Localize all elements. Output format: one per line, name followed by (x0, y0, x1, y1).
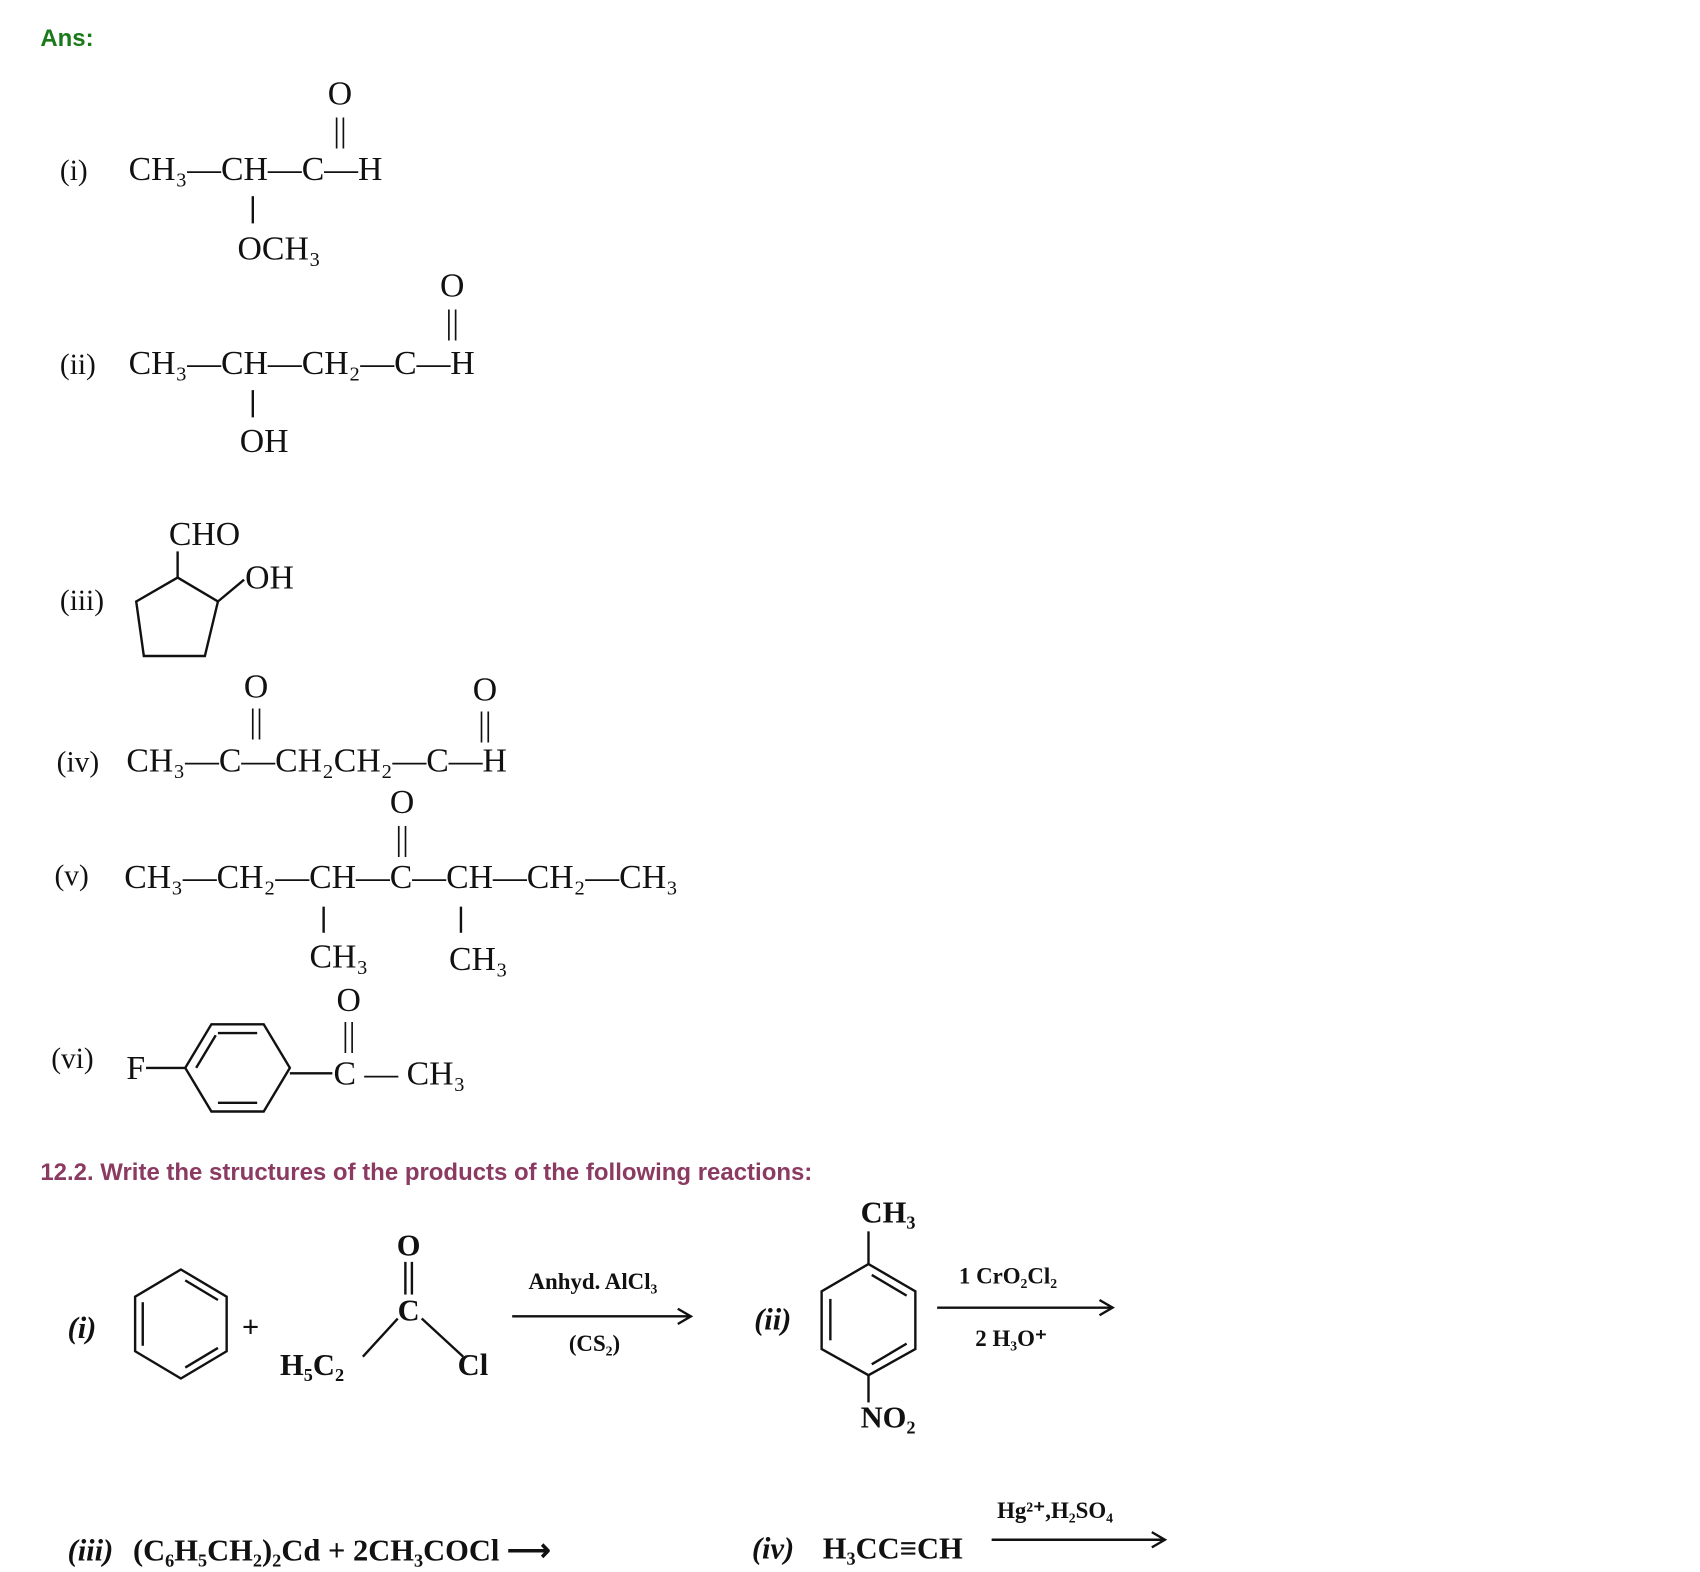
arrow-head (1151, 1531, 1168, 1549)
answer-structure-ii: (ii) O || CH₃—CH—CH₂—C—H OH (60, 267, 475, 460)
single-bond (420, 1317, 464, 1358)
chain-formula: CH₃—CH—C—H (129, 151, 383, 188)
answer-label: Ans: (40, 25, 93, 52)
plus-sign: + (242, 1310, 259, 1344)
double-bond: || (342, 1017, 356, 1054)
oxygen-atom: O (473, 672, 497, 709)
ring-double-bond (184, 1346, 219, 1369)
item-label: (vi) (51, 1043, 93, 1075)
chain-formula: CH₃—CH₂—CH—C—CH—CH₂—CH₃ (124, 859, 678, 896)
cyclopentane-ring (134, 576, 220, 658)
reaction-ii: (ii) CH₃ NO₂ 1 CrO₂Cl₂ 2 H₃O⁺ (754, 1196, 1115, 1435)
double-bond: || (249, 703, 263, 740)
item-label: (iv) (752, 1531, 794, 1565)
item-label: (iii) (68, 1533, 114, 1567)
fluorine-atom: F (126, 1050, 145, 1087)
ethyl-group: H₅C₂ (280, 1348, 344, 1382)
reagent-label: 2 H₃O⁺ (975, 1326, 1047, 1351)
chain-formula: CH₃—CH—CH₂—C—H (129, 345, 475, 382)
reagent-label: Hg²⁺,H₂SO₄ (997, 1498, 1113, 1523)
single-bond (361, 1317, 399, 1358)
reaction-iv: (iv) H₃CC≡CH Hg²⁺,H₂SO₄ (752, 1498, 1168, 1565)
oxygen-atom: O (244, 668, 268, 705)
double-bond: || (333, 113, 347, 150)
ring-double-bond (195, 1034, 217, 1069)
aldehyde-group: CHO (169, 516, 240, 553)
item-label: (iii) (60, 585, 104, 617)
solvent-label: (CS₂) (569, 1331, 620, 1356)
reagent-label: 1 CrO₂Cl₂ (959, 1264, 1057, 1289)
answer-structure-v: O || (v) CH₃—CH₂—CH—C—CH—CH₂—CH₃ CH₃ CH₃ (54, 784, 677, 978)
ring-double-bond (184, 1279, 219, 1302)
reagent-label: Anhyd. AlCl₃ (529, 1269, 658, 1294)
answer-structure-i: (i) O || CH₃—CH—C—H OCH₃ (60, 76, 382, 268)
oxygen-atom: O (328, 76, 352, 113)
reaction-equation: H₃CC≡CH (823, 1531, 963, 1565)
double-bond: || (478, 707, 492, 744)
oxygen-atom: O (337, 982, 361, 1019)
ring-double-bond (871, 1273, 908, 1297)
double-bond: || (395, 821, 409, 858)
reaction-iii: (iii) (C₆H₅CH₂)₂Cd + 2CH₃COCl ⟶ (68, 1533, 551, 1567)
item-label: (v) (54, 860, 88, 892)
branch-group: OH (240, 423, 289, 460)
nitro-group: NO₂ (861, 1401, 916, 1435)
answer-structure-iii: (iii) CHO OH (60, 516, 294, 658)
arrow-head (1098, 1298, 1115, 1317)
branch-group: OCH₃ (238, 230, 321, 267)
branch-group: CH₃ (309, 939, 368, 976)
answer-structure-vi: O || (vi) F C — CH₃ (51, 982, 465, 1113)
chlorine-atom: Cl (458, 1348, 489, 1382)
answer-structure-iv: O || O || (iv) CH₃—C—CH₂CH₂—C—H (57, 668, 507, 779)
acetyl-group: C — CH₃ (333, 1055, 465, 1092)
oxygen-atom: O (390, 784, 414, 821)
item-label: (ii) (754, 1302, 791, 1336)
item-label: (iv) (57, 747, 99, 779)
question-heading: 12.2. Write the structures of the produc… (40, 1159, 812, 1186)
benzene-ring (133, 1268, 228, 1380)
single-bond (217, 578, 245, 603)
item-label: (i) (68, 1311, 97, 1345)
reaction-equation: (C₆H₅CH₂)₂Cd + 2CH₃COCl ⟶ (133, 1533, 551, 1567)
reaction-i: (i) + O C H₅C₂ Cl Anhyd. AlCl₃ (CS₂) (68, 1228, 694, 1382)
ring-double-bond (871, 1342, 908, 1366)
branch-group: CH₃ (449, 941, 508, 978)
methyl-group: CH₃ (861, 1196, 916, 1230)
oxygen-atom: O (397, 1228, 421, 1262)
item-label: (i) (60, 155, 88, 187)
benzene-ring (820, 1262, 917, 1377)
carbon-atom: C (398, 1294, 420, 1328)
arrow-head (677, 1307, 694, 1326)
oxygen-atom: O (440, 267, 464, 304)
hydroxyl-group: OH (245, 559, 294, 596)
benzene-ring (183, 1023, 292, 1113)
double-bond: || (445, 304, 459, 341)
chain-formula: CH₃—C—CH₂CH₂—C—H (126, 743, 507, 780)
item-label: (ii) (60, 349, 96, 381)
